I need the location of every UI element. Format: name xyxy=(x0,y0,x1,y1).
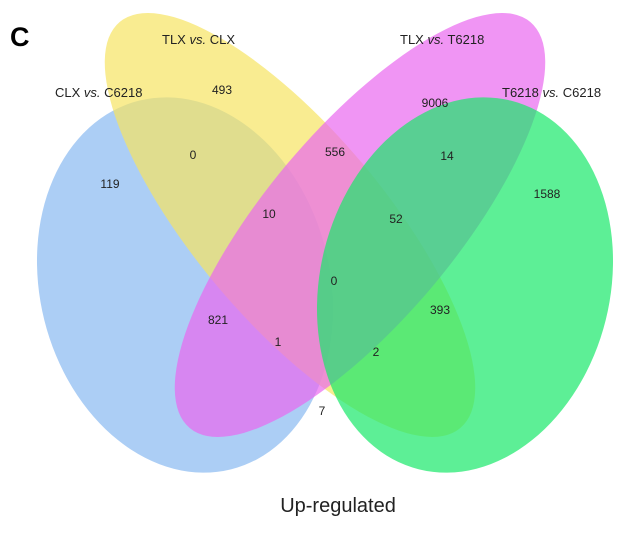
venn-ellipses xyxy=(36,13,614,473)
count-ac: 821 xyxy=(208,313,228,327)
count-bc: 556 xyxy=(325,145,345,159)
count-abd: 2 xyxy=(373,345,380,359)
panel-letter: C xyxy=(10,22,30,52)
set-d-ellipse xyxy=(316,97,614,473)
count-ad: 7 xyxy=(319,404,326,418)
count-bd: 393 xyxy=(430,303,450,317)
venn-region-counts: 119 493 9006 1588 0 556 14 10 52 0 821 3… xyxy=(100,83,560,418)
count-b-only: 493 xyxy=(212,83,232,97)
set-c-label: TLX vs. T6218 xyxy=(400,32,484,47)
count-acd: 1 xyxy=(275,335,282,349)
diagram-caption: Up-regulated xyxy=(280,495,396,517)
set-d-label: T6218 vs. C6218 xyxy=(502,85,601,100)
count-abc: 10 xyxy=(262,207,276,221)
count-a-only: 119 xyxy=(100,177,119,191)
count-c-only: 9006 xyxy=(422,96,449,110)
set-b-label: TLX vs. CLX xyxy=(162,32,235,47)
count-ab: 0 xyxy=(190,148,197,162)
set-a-label: CLX vs. C6218 xyxy=(55,85,142,100)
count-abcd: 0 xyxy=(331,274,338,288)
count-bcd: 52 xyxy=(389,212,403,226)
count-d-only: 1588 xyxy=(534,187,561,201)
count-cd: 14 xyxy=(440,149,454,163)
